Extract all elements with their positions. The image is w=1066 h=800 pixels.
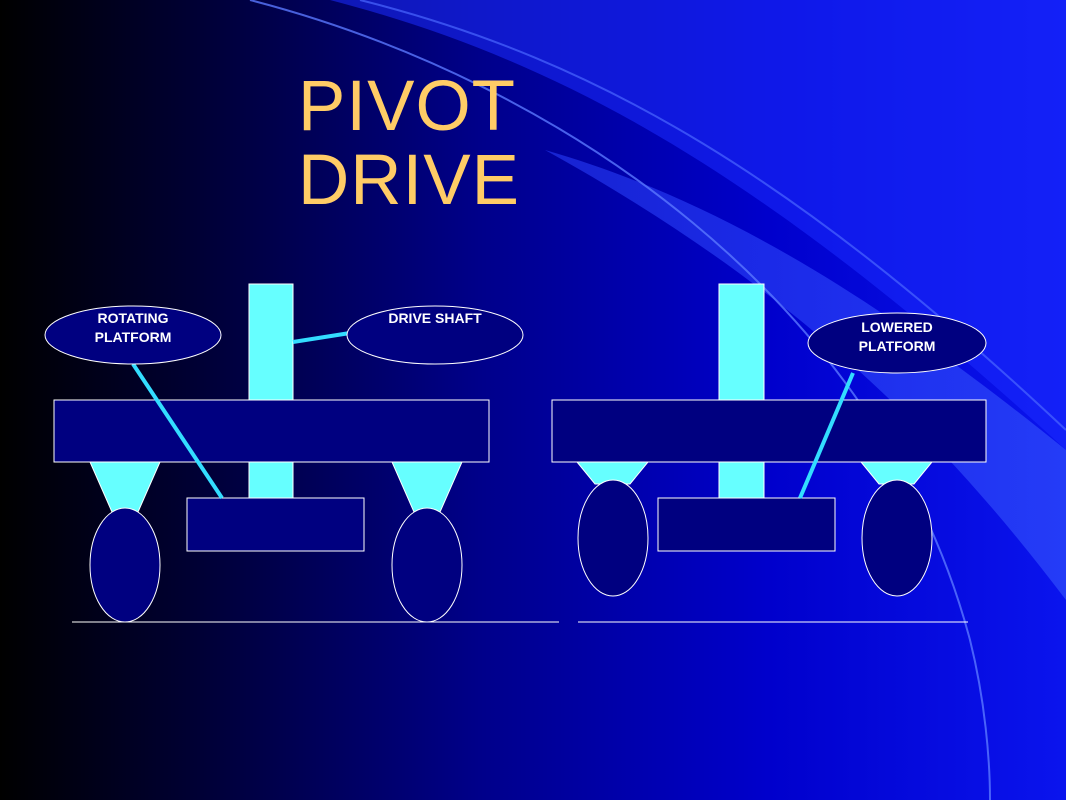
right-wheel-rear [861,479,933,597]
background-swoosh [330,0,1066,450]
background-arc-line [249,0,991,800]
slide-title: PIVOT DRIVE [298,70,520,218]
callout-lowered-platform-bubble [807,312,987,374]
right-wheel-front [577,479,649,597]
callout-lowered-platform-label: LOWERED PLATFORM [858,319,936,354]
left-wheel-mount-rear [391,461,463,513]
right-lowered-platform [657,497,836,552]
left-wheel-front [89,507,161,623]
left-drive-shaft [248,283,294,499]
callout-rotating-platform-bubble [44,305,222,365]
left-body [53,399,490,463]
callout-drive-shaft-label: DRIVE SHAFT [388,310,482,326]
background-arc-band [545,150,1066,600]
callout-rotating-platform-label: ROTATING PLATFORM [94,310,172,345]
left-vehicle [53,283,490,623]
left-wheel-mount-front [89,461,161,513]
right-body [551,399,987,463]
left-rotating-platform [186,497,365,552]
leader-drive-shaft [292,331,351,344]
left-wheel-rear [391,507,463,623]
title-line-1: PIVOT [298,67,517,146]
callout-drive-shaft-bubble [346,305,524,365]
title-line-2: DRIVE [298,141,520,220]
leader-rotating-platform [131,362,224,500]
right-drive-shaft [718,283,765,499]
leader-lowered-platform [798,372,855,499]
right-vehicle [551,283,987,597]
